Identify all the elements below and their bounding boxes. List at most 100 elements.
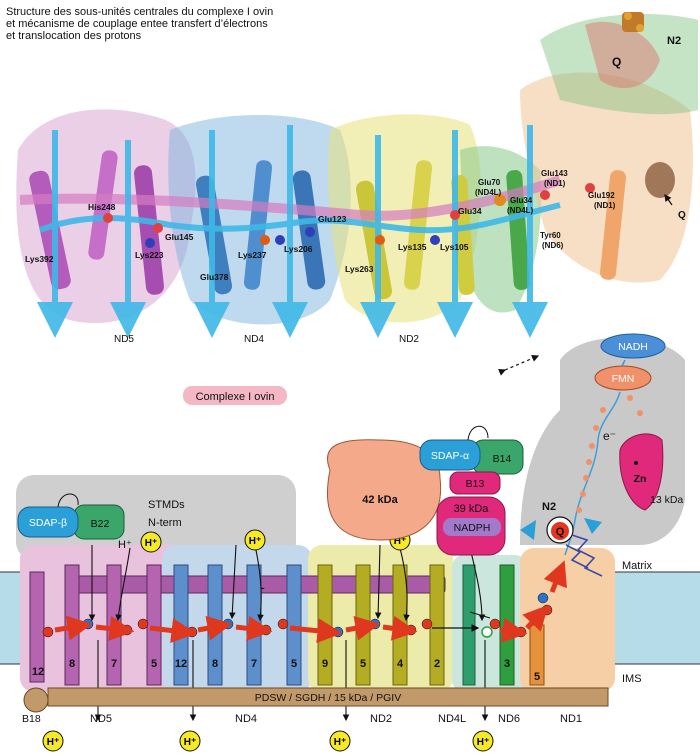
svg-text:H⁺: H⁺ <box>477 737 490 748</box>
proton-badge: H⁺ <box>140 531 162 553</box>
nd1-protein <box>520 72 693 283</box>
sdap-beta-box <box>17 506 79 538</box>
nadph-label: NADPH <box>454 522 491 534</box>
n2-cluster <box>622 12 644 32</box>
b18-sphere <box>23 687 49 713</box>
helix-nd2-5: 5 <box>360 658 366 670</box>
b22-label: B22 <box>91 518 110 530</box>
kda42-blob <box>326 439 442 541</box>
res-glu34: Glu34 <box>458 206 482 216</box>
res-lys135: Lys135 <box>398 242 427 252</box>
helix-nd5-7: 7 <box>111 658 117 670</box>
svg-text:H⁺: H⁺ <box>184 737 197 748</box>
res-lys105: Lys105 <box>440 242 469 252</box>
svg-text:H⁺: H⁺ <box>145 538 158 549</box>
sdap-alpha-label: SDAP-α <box>431 450 469 462</box>
helix-nd4-5: 5 <box>291 658 297 670</box>
zn-subunit <box>619 433 664 511</box>
zn-kda-label: 13 kDa <box>650 494 683 506</box>
struct-label-nd2: ND2 <box>399 334 419 345</box>
struct-label-nd5: ND5 <box>114 334 134 345</box>
q-arrow-right <box>584 518 602 534</box>
helix-nd6-3: 3 <box>504 658 510 670</box>
sdap-beta-label: SDAP-β <box>29 517 67 529</box>
nterm-label: N-term <box>148 517 182 529</box>
sdap-alpha-box <box>419 439 481 471</box>
helix-nd2-2: 2 <box>434 658 440 670</box>
kda42-label: 42 kDa <box>362 494 398 506</box>
residue-spheres <box>103 183 595 248</box>
structure-q-label-top: Q <box>612 55 621 69</box>
res-glu34-nd4l: Glu34(ND4L) <box>507 196 534 215</box>
proton-badge: H⁺ <box>179 730 201 752</box>
res-glu143-nd1: Glu143(ND1) <box>541 169 568 188</box>
structure-panel: N2 Q Q His248 Lys392 Glu145 Lys223 Glu37… <box>16 12 698 345</box>
zn-label: Zn <box>634 473 647 485</box>
proton-path-arrows <box>37 125 561 338</box>
res-glu70-nd4l: Glu70(ND4L) <box>475 178 502 197</box>
label-nd1: ND1 <box>560 713 582 725</box>
svg-text:H⁺: H⁺ <box>47 737 60 748</box>
q-label: Q <box>556 526 565 538</box>
fes-clusters <box>576 395 643 513</box>
red-subunit <box>585 21 660 89</box>
helix-nd1-5: 5 <box>534 671 540 683</box>
res-tyr60-nd6: Tyr60(ND6) <box>540 231 564 250</box>
res-glu123: Glu123 <box>318 214 347 224</box>
structure-n2-label: N2 <box>667 35 681 47</box>
label-nd6: ND6 <box>498 713 520 725</box>
hydrophilic-arm <box>540 14 698 115</box>
label-nd4l: ND4L <box>438 713 466 725</box>
label-nd2: ND2 <box>370 713 392 725</box>
res-lys206: Lys206 <box>284 244 313 254</box>
helix-nd5-12: 12 <box>32 666 44 678</box>
complex-label: Complexe I ovin <box>196 391 275 403</box>
schematic-panel: Matrix IMS HL 12 8 <box>0 333 700 752</box>
red-transfer-arrows <box>54 560 567 644</box>
svg-text:H⁺: H⁺ <box>249 536 262 547</box>
electron-label: e⁻ <box>603 429 616 443</box>
q-pointer <box>664 194 673 206</box>
helix-nd5-8: 8 <box>69 658 75 670</box>
res-lys263: Lys263 <box>345 264 374 274</box>
b18-label: B18 <box>22 713 41 725</box>
proton-badge: H⁺ <box>472 730 494 752</box>
complex-label-pill <box>183 386 287 405</box>
svg-text:H⁺: H⁺ <box>334 737 347 748</box>
stmds-label: STMDs <box>148 499 185 511</box>
title-line-2: et mécanisme de couplage entee transfert… <box>6 18 268 30</box>
svg-text:H⁺: H⁺ <box>394 536 407 547</box>
ims-label: IMS <box>622 673 642 685</box>
n2-label: N2 <box>542 501 556 513</box>
res-glu145: Glu145 <box>165 232 194 242</box>
res-glu192-nd1: Glu192(ND1) <box>588 191 616 210</box>
title-line-1: Structure des sous-unités centrales du c… <box>6 6 274 18</box>
helix-nd4-8: 8 <box>212 658 218 670</box>
helix-nd2-4: 4 <box>397 658 404 670</box>
nadph-box <box>443 518 501 536</box>
label-nd4: ND4 <box>235 713 257 725</box>
quinone-density <box>645 162 675 198</box>
struct-label-nd4: ND4 <box>244 334 264 345</box>
structure-q-label-side: Q <box>678 210 686 221</box>
h-plus-plain: H⁺ <box>118 539 132 551</box>
b13-label: B13 <box>466 478 485 490</box>
proton-badge: H⁺ <box>244 529 266 551</box>
b13-box <box>449 471 501 495</box>
b14-label: B14 <box>493 453 512 465</box>
res-lys392: Lys392 <box>25 254 54 264</box>
nadh-label: NADH <box>618 341 648 353</box>
helix-nd4-7: 7 <box>251 658 257 670</box>
res-lys223: Lys223 <box>135 250 164 260</box>
matrix-label: Matrix <box>622 560 652 572</box>
isoprenoid-tail <box>571 534 603 577</box>
res-glu378: Glu378 <box>200 272 229 282</box>
helix-nd2-9: 9 <box>322 658 328 670</box>
nd4l-helix <box>462 564 476 686</box>
q-arrow-left <box>520 520 536 540</box>
proton-badge: H⁺ <box>329 730 351 752</box>
helix-nd5-5: 5 <box>151 658 157 670</box>
conformation-arrow <box>498 355 540 376</box>
label-nd5: ND5 <box>90 713 112 725</box>
